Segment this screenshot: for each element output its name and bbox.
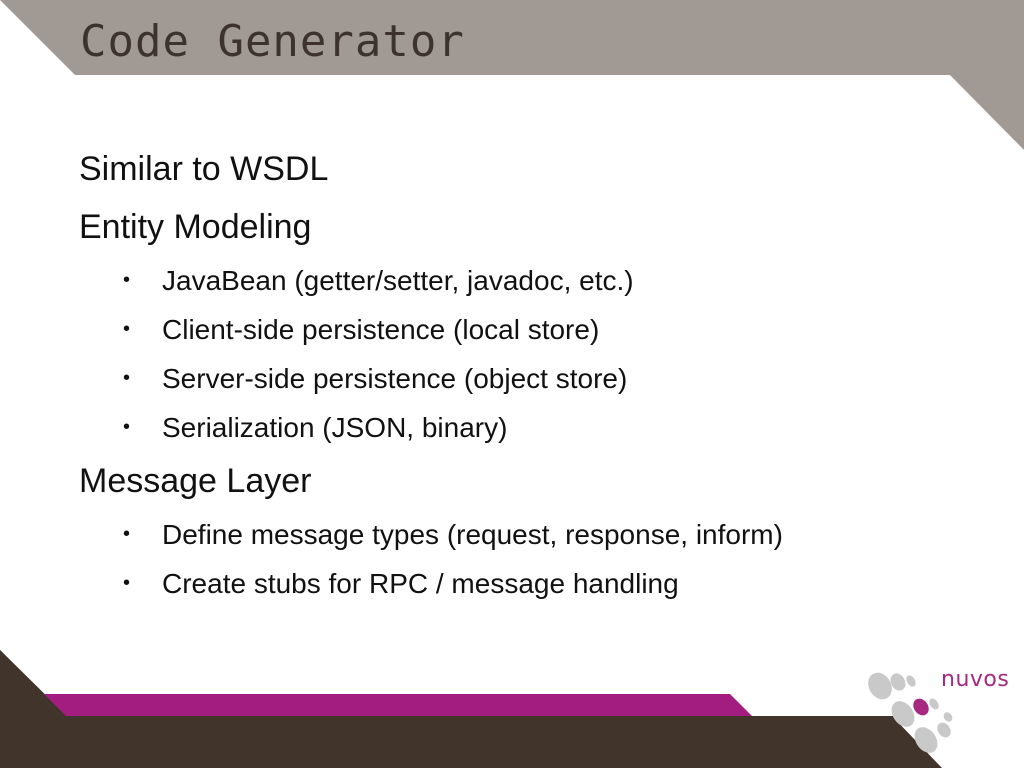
logo-wordmark: nuvos [941, 667, 1010, 692]
bullet-dot-icon: • [123, 269, 131, 291]
sub-bullet-javabean: • JavaBean (getter/setter, javadoc, etc.… [79, 256, 979, 305]
bullet-dot-icon: • [123, 572, 131, 594]
nuvos-dots-icon [868, 672, 953, 753]
sub-bullet-label: Server-side persistence (object store) [162, 363, 628, 394]
sub-bullet-define-message-types: • Define message types (request, respons… [79, 510, 979, 559]
sub-bullet-label: Create stubs for RPC / message handling [162, 568, 679, 599]
footer-magenta-stripe [44, 694, 752, 716]
bullet-similar-to-wsdl: Similar to WSDL [79, 150, 329, 188]
bullet-message-layer: Message Layer [79, 462, 312, 500]
slide-content: Similar to WSDL Entity Modeling • JavaBe… [79, 140, 979, 608]
sub-bullet-client-side-persistence: • Client-side persistence (local store) [79, 305, 979, 354]
sub-bullet-label: Client-side persistence (local store) [162, 314, 600, 345]
message-layer-sublist: • Define message types (request, respons… [79, 510, 979, 608]
footer-dark-bottom [0, 716, 900, 768]
sub-bullet-label: JavaBean (getter/setter, javadoc, etc.) [162, 265, 634, 296]
sub-bullet-label: Define message types (request, response,… [162, 519, 783, 550]
sub-bullet-serialization: • Serialization (JSON, binary) [79, 403, 979, 452]
bullet-dot-icon: • [123, 416, 131, 438]
entity-modeling-sublist: • JavaBean (getter/setter, javadoc, etc.… [79, 256, 979, 452]
sub-bullet-label: Serialization (JSON, binary) [162, 412, 508, 443]
header-band [0, 0, 1024, 150]
sub-bullet-create-stubs: • Create stubs for RPC / message handlin… [79, 559, 979, 608]
slide-title: Code Generator [80, 16, 465, 67]
bullet-dot-icon: • [123, 318, 131, 340]
footer-dark-right [845, 716, 942, 768]
bullet-dot-icon: • [123, 523, 131, 545]
bullet-entity-modeling: Entity Modeling [79, 208, 312, 246]
sub-bullet-server-side-persistence: • Server-side persistence (object store) [79, 354, 979, 403]
bullet-dot-icon: • [123, 367, 131, 389]
